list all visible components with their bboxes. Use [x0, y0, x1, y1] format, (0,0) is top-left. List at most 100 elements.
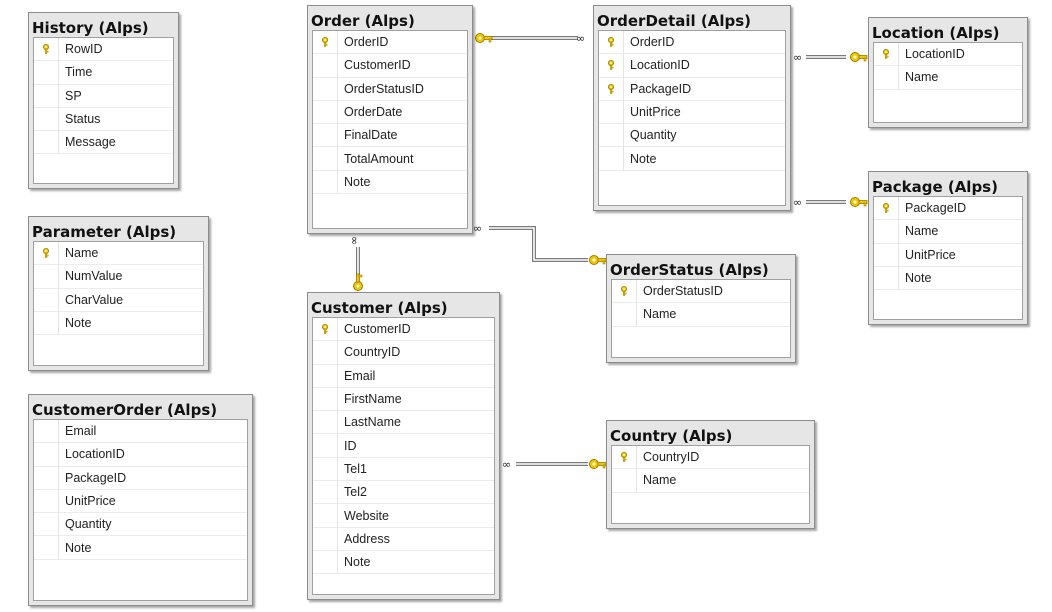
column-row[interactable]: Address: [313, 527, 494, 551]
column-row[interactable]: FirstName: [313, 387, 494, 412]
column-row[interactable]: OrderID: [599, 31, 785, 55]
relationship-orderdetail-location[interactable]: ∞: [793, 51, 868, 64]
column-name: Note: [905, 271, 932, 286]
column-row[interactable]: CharValue: [34, 288, 203, 312]
column-row[interactable]: Tel1: [313, 457, 494, 482]
table-title[interactable]: Package (Alps): [872, 178, 998, 196]
table-title[interactable]: OrderDetail (Alps): [597, 12, 752, 30]
column-row[interactable]: Status: [34, 107, 173, 132]
column-row[interactable]: UnitPrice: [874, 243, 1022, 267]
column-row[interactable]: OrderStatusID: [612, 280, 790, 304]
column-row[interactable]: Time: [34, 61, 173, 85]
column-row[interactable]: OrderID: [313, 31, 467, 55]
column-row[interactable]: Email: [313, 364, 494, 388]
primary-key-icon: [883, 49, 889, 59]
column-name: Name: [643, 473, 677, 488]
column-name: Tel1: [344, 461, 367, 476]
relationship-order-orderdetail[interactable]: ∞: [475, 32, 586, 45]
column-row[interactable]: FinalDate: [313, 124, 467, 148]
column-row[interactable]: Name: [34, 242, 203, 266]
column-row[interactable]: Email: [34, 420, 247, 444]
column-row[interactable]: Tel2: [313, 481, 494, 505]
table-title[interactable]: OrderStatus (Alps): [610, 261, 769, 279]
table-title[interactable]: Order (Alps): [311, 12, 415, 30]
column-row[interactable]: Note: [34, 311, 203, 336]
many-end-infinity-icon: ∞: [793, 51, 802, 64]
key-cell: [313, 504, 338, 527]
column-row[interactable]: LocationID: [599, 54, 785, 78]
relationship-orderdetail-package[interactable]: ∞: [793, 196, 868, 209]
column-row[interactable]: Note: [874, 266, 1022, 291]
table-title[interactable]: Location (Alps): [872, 24, 1000, 42]
column-name: UnitPrice: [65, 494, 116, 509]
one-end-key-icon: [589, 459, 607, 469]
column-row[interactable]: Note: [313, 170, 467, 195]
column-row[interactable]: Name: [874, 66, 1022, 90]
column-name: Note: [344, 174, 371, 189]
relationship-order-orderstatus[interactable]: ∞: [473, 222, 607, 265]
column-name: CharValue: [65, 292, 124, 307]
column-row[interactable]: ID: [313, 434, 494, 458]
column-row[interactable]: Note: [34, 536, 247, 560]
many-end-infinity-icon: ∞: [473, 222, 482, 235]
column-row[interactable]: OrderStatusID: [313, 77, 467, 101]
column-row[interactable]: NumValue: [34, 265, 203, 289]
column-row[interactable]: PackageID: [599, 77, 785, 101]
column-row[interactable]: OrderDate: [313, 100, 467, 125]
table-title[interactable]: Customer (Alps): [311, 299, 448, 317]
column-name: LocationID: [905, 47, 965, 62]
key-cell: [313, 411, 338, 434]
column-row[interactable]: Website: [313, 504, 494, 528]
column-row[interactable]: PackageID: [874, 197, 1022, 221]
key-cell: [34, 107, 59, 131]
relationship-order-customer[interactable]: ∞: [348, 236, 363, 291]
column-name: NumValue: [65, 269, 123, 284]
column-row[interactable]: CustomerID: [313, 54, 467, 78]
column-name: Name: [905, 224, 939, 239]
column-row[interactable]: Note: [313, 550, 494, 575]
table-title[interactable]: Country (Alps): [610, 427, 733, 445]
column-row[interactable]: Name: [612, 303, 790, 327]
key-cell: [34, 311, 59, 335]
column-row[interactable]: UnitPrice: [34, 489, 247, 514]
column-row[interactable]: SP: [34, 84, 173, 108]
key-cell: [612, 280, 637, 303]
table-title[interactable]: CustomerOrder (Alps): [32, 401, 218, 419]
table-country[interactable]: Country (Alps)CountryID Name: [606, 420, 815, 529]
column-row[interactable]: Message: [34, 131, 173, 155]
column-row[interactable]: CountryID: [313, 341, 494, 365]
column-row[interactable]: Name: [874, 220, 1022, 244]
column-name: Name: [65, 246, 99, 261]
relationship-customer-country[interactable]: ∞: [502, 458, 607, 471]
column-name: Name: [905, 70, 939, 85]
column-row[interactable]: CustomerID: [313, 318, 494, 342]
column-row[interactable]: CountryID: [612, 446, 809, 470]
column-row[interactable]: LocationID: [34, 443, 247, 467]
column-row[interactable]: PackageID: [34, 466, 247, 490]
column-row[interactable]: Name: [612, 469, 809, 493]
key-cell: [313, 387, 338, 411]
table-title[interactable]: History (Alps): [32, 19, 149, 37]
primary-key-icon: [621, 286, 627, 296]
column-row[interactable]: TotalAmount: [313, 147, 467, 171]
table-title[interactable]: Parameter (Alps): [32, 223, 177, 241]
column-row[interactable]: Note: [599, 147, 785, 171]
column-row[interactable]: RowID: [34, 38, 173, 62]
column-row[interactable]: Quantity: [34, 513, 247, 537]
column-row[interactable]: Quantity: [599, 124, 785, 148]
column-name: ID: [344, 438, 357, 453]
column-name: Time: [65, 65, 93, 80]
column-row[interactable]: LocationID: [874, 43, 1022, 67]
column-row[interactable]: LastName: [313, 411, 494, 435]
table-location[interactable]: Location (Alps) LocationID Name: [868, 17, 1028, 128]
column-row[interactable]: UnitPrice: [599, 100, 785, 125]
